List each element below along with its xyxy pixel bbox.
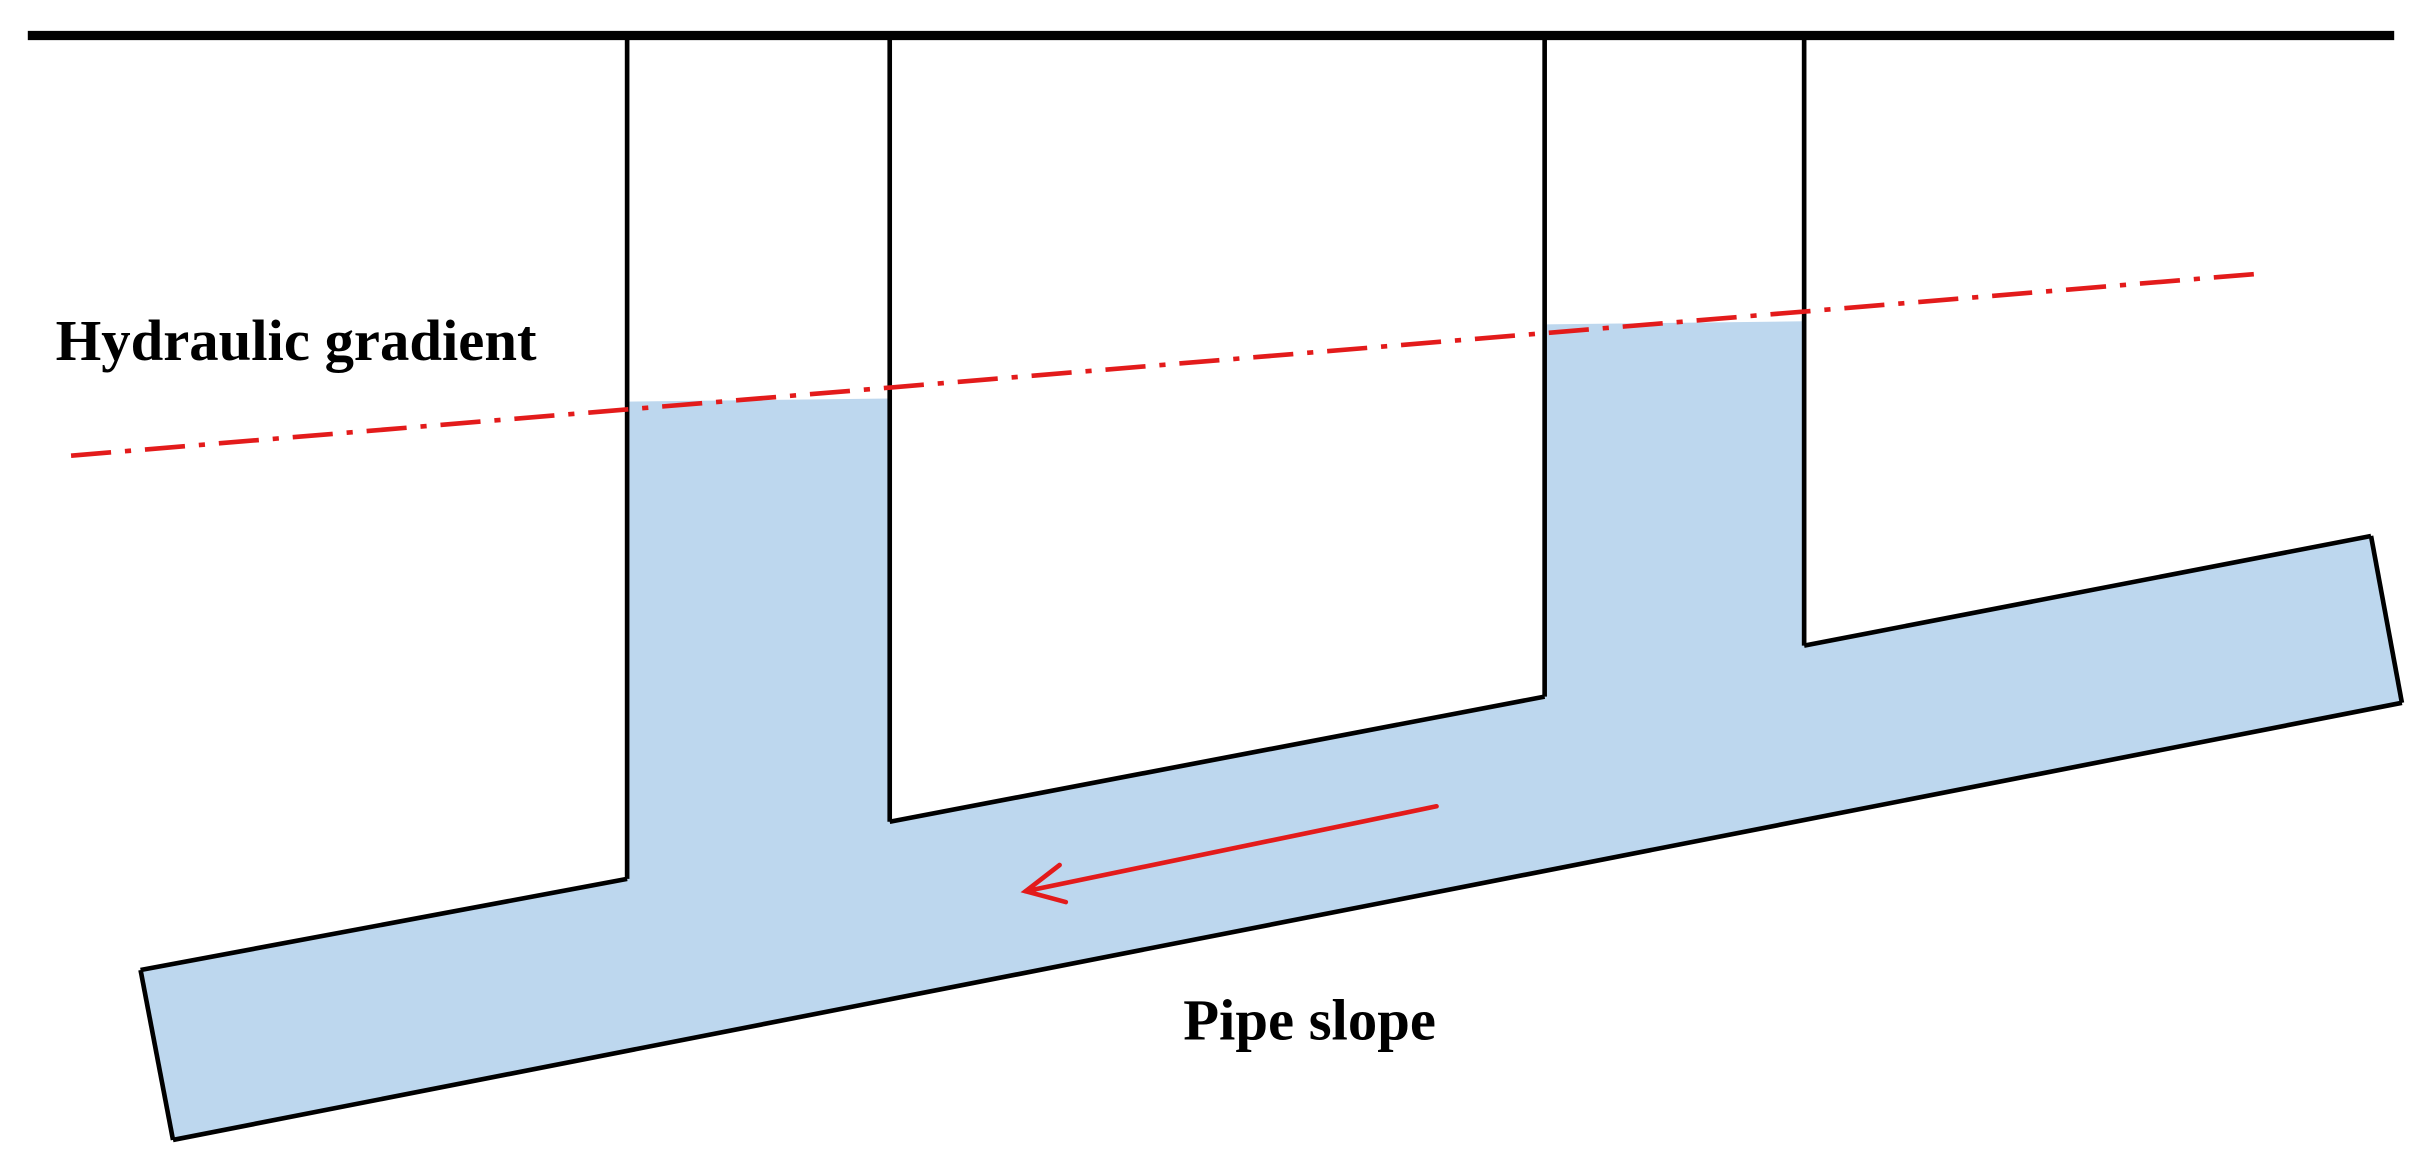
flow-arrow-shaft xyxy=(1023,803,1439,894)
flow-arrow-head xyxy=(1020,862,1069,905)
pipe-top-edge-right xyxy=(1803,533,2372,648)
structure-outline xyxy=(138,35,2405,1143)
pipe-top-edge-middle xyxy=(889,694,1546,825)
hydraulic-gradient-label: Hydraulic gradient xyxy=(56,308,537,373)
pipe-bottom-edge xyxy=(172,700,2403,1143)
water-body xyxy=(140,321,2402,1140)
flow-arrow-icon xyxy=(1020,803,1439,905)
pipe-right-end xyxy=(2368,535,2405,704)
pipe-left-end xyxy=(138,969,176,1141)
pipe-top-edge-left xyxy=(140,876,628,973)
pipe-slope-label: Pipe slope xyxy=(1183,988,1436,1053)
water-fill xyxy=(140,321,2402,1140)
